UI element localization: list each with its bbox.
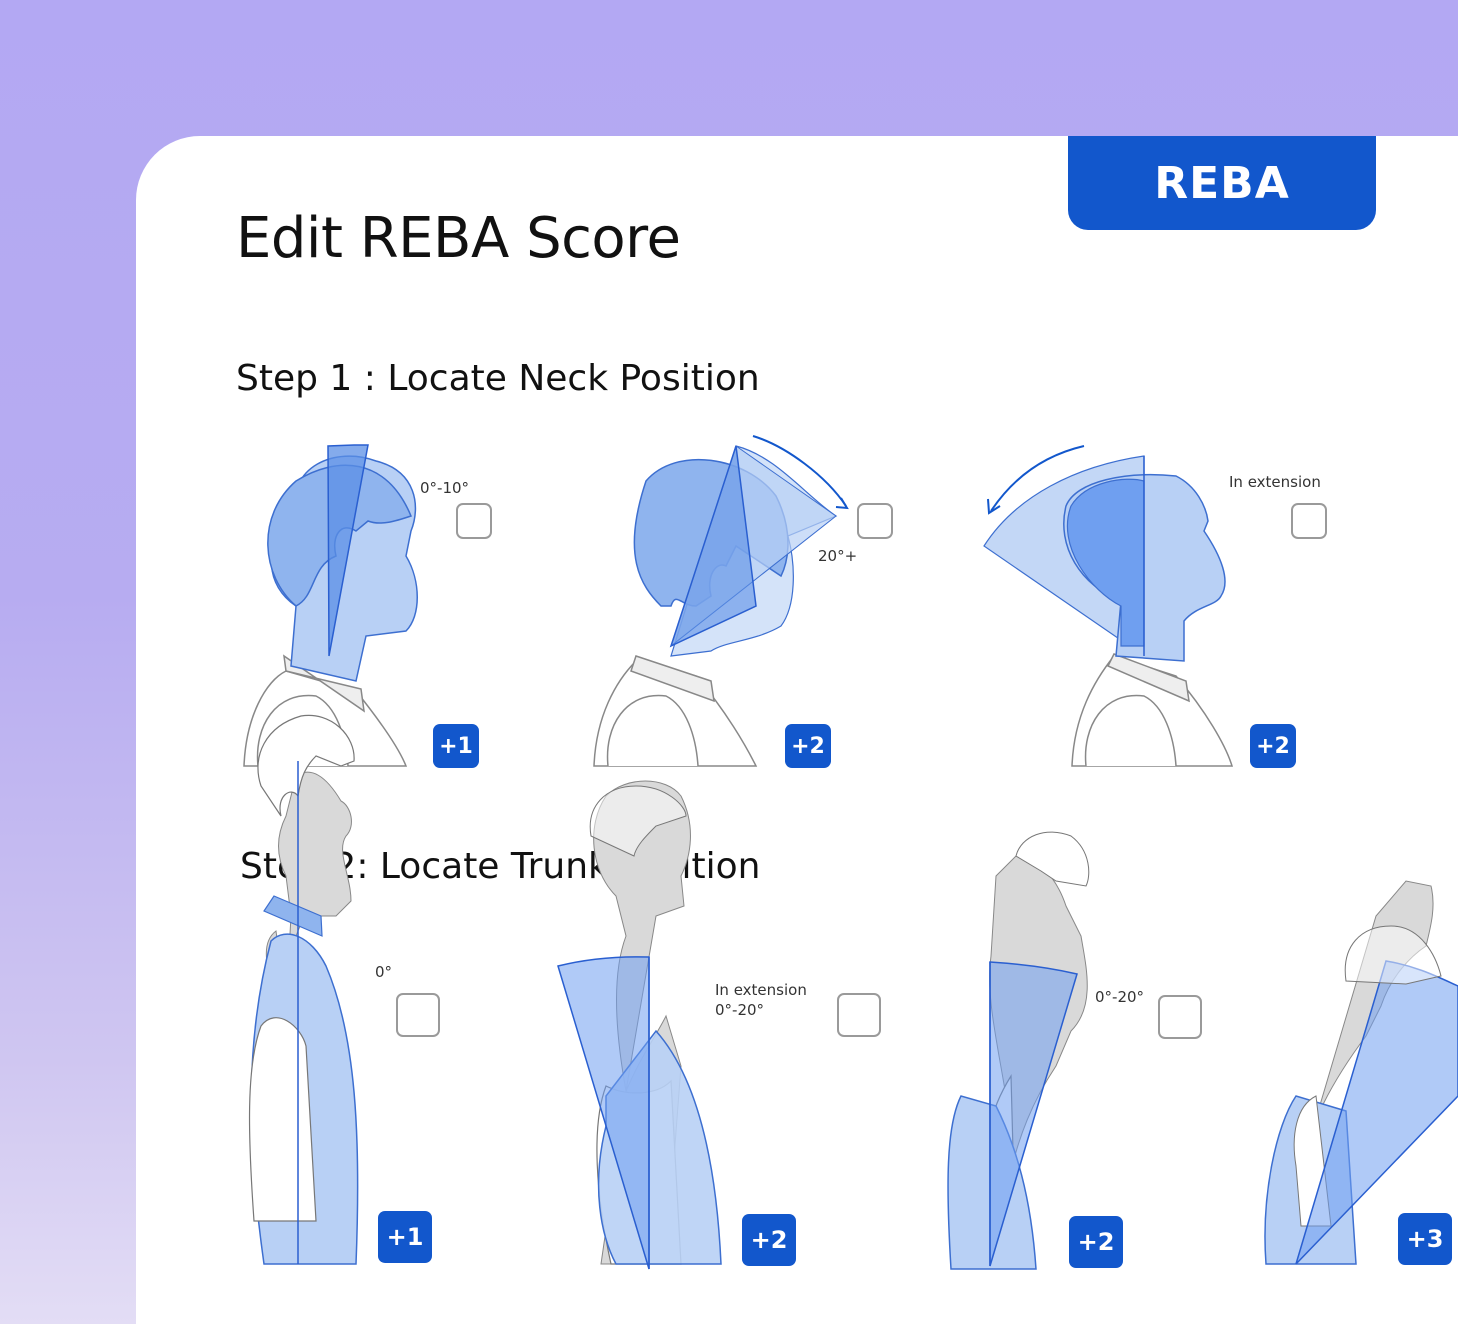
- neck-option-2-label: 20°+: [818, 547, 858, 565]
- neck-option-3-label: In extension: [1229, 473, 1321, 491]
- trunk-figure-upright: [248, 714, 359, 1265]
- neck-option-3-checkbox[interactable]: [1291, 503, 1327, 539]
- reba-tag: REBA: [1068, 136, 1376, 230]
- trunk-option-3-checkbox[interactable]: [1158, 995, 1202, 1039]
- neck-option-3-score: +2: [1250, 724, 1296, 768]
- trunk-option-1-checkbox[interactable]: [396, 993, 440, 1037]
- trunk-option-2-checkbox[interactable]: [837, 993, 881, 1037]
- neck-option-2-checkbox[interactable]: [857, 503, 893, 539]
- neck-figure-neutral: [243, 444, 418, 767]
- neck-option-2-score: +2: [785, 724, 831, 768]
- trunk-option-2-score: +2: [742, 1214, 796, 1266]
- step2-heading: Step 2: Locate Trunk Position: [240, 846, 761, 887]
- step1-heading: Step 1 : Locate Neck Position: [236, 358, 760, 399]
- neck-option-1-label: 0°-10°: [420, 479, 470, 497]
- trunk-option-1-score: +1: [378, 1211, 432, 1263]
- trunk-option-3-score: +2: [1069, 1216, 1123, 1268]
- trunk-option-4-score: +3: [1398, 1213, 1452, 1265]
- neck-option-1-score: +1: [433, 724, 479, 768]
- neck-figure-extension: [983, 445, 1234, 767]
- trunk-option-2-angle: 0°-20°: [715, 1001, 765, 1019]
- trunk-figure-flexed: [947, 831, 1090, 1270]
- neck-option-1-checkbox[interactable]: [456, 503, 492, 539]
- trunk-option-1-label: 0°: [375, 963, 393, 981]
- trunk-option-2-label: In extension: [715, 981, 807, 999]
- reba-edit-card: REBA Edit REBA Score Step 1 : Locate Nec…: [136, 136, 1458, 1324]
- trunk-option-3-label: 0°-20°: [1095, 988, 1145, 1006]
- neck-figure-flexed: [593, 435, 849, 767]
- page-title: Edit REBA Score: [236, 206, 681, 271]
- trunk-figure-severe-flex: [1264, 880, 1458, 1265]
